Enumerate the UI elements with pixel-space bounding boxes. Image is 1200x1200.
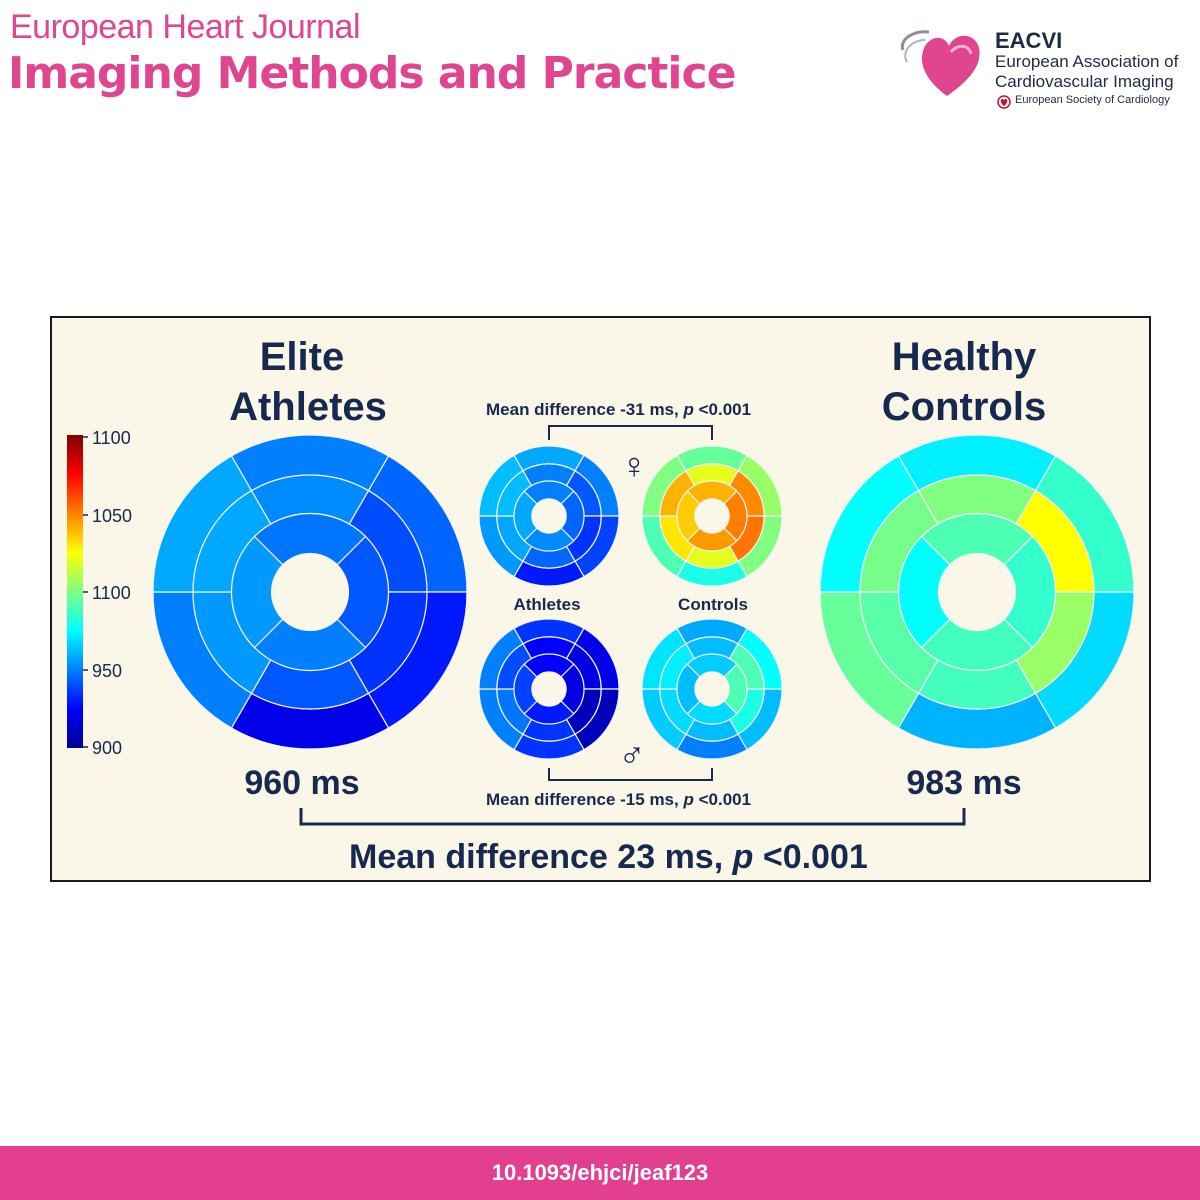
bullseye-segment bbox=[513, 490, 538, 542]
female-comparison-bracket bbox=[548, 425, 713, 440]
bullseye-controls-large bbox=[819, 434, 1135, 750]
doi-text[interactable]: 10.1093/ehjci/jeaf123 bbox=[491, 1160, 709, 1185]
society-name-line1: European Association of bbox=[995, 52, 1179, 71]
colorbar bbox=[67, 435, 83, 748]
eacvi-logo: EACVI European Association of Cardiovasc… bbox=[895, 22, 1195, 112]
bullseye-segment bbox=[253, 512, 367, 566]
doi-footer: 10.1093/ehjci/jeaf123 bbox=[0, 1146, 1200, 1200]
overall-comparison-bracket bbox=[299, 808, 966, 826]
female-symbol: ♀ bbox=[621, 445, 648, 486]
bullseye-segment bbox=[920, 512, 1034, 566]
bullseye-segment bbox=[920, 618, 1034, 672]
controls-title-line2: Controls bbox=[882, 385, 1046, 429]
bullseye-female-athletes bbox=[478, 445, 620, 587]
bullseye-segment bbox=[230, 535, 284, 649]
graphical-abstract: Elite Athletes Healthy Controls 1100 105… bbox=[50, 316, 1151, 882]
athletes-t1-value: 960 ms bbox=[244, 764, 359, 802]
journal-subtitle: Imaging Methods and Practice bbox=[8, 48, 736, 99]
society-abbreviation: EACVI bbox=[995, 28, 1063, 53]
journal-name: European Heart Journal bbox=[10, 8, 361, 46]
society-name-line2: Cardiovascular Imaging bbox=[995, 72, 1174, 91]
overall-difference-text: Mean difference 23 ms, p <0.001 bbox=[349, 838, 868, 876]
bullseye-segment bbox=[253, 618, 367, 672]
athletes-title-line2: Athletes bbox=[229, 385, 387, 429]
male-comparison-bracket bbox=[548, 768, 713, 781]
parent-society-name: European Society of Cardiology bbox=[1015, 94, 1170, 106]
bullseye-segment bbox=[676, 663, 701, 715]
bullseye-segment bbox=[1003, 535, 1057, 649]
colorbar-ticks bbox=[83, 436, 88, 748]
bullseye-segment bbox=[676, 490, 701, 542]
male-symbol: ♂ bbox=[619, 733, 646, 774]
colorbar-tick-0: 1100 bbox=[92, 428, 131, 448]
bullseye-segment bbox=[336, 535, 390, 649]
controls-t1-value: 983 ms bbox=[906, 764, 1021, 802]
colorbar-tick-1: 1050 bbox=[92, 506, 132, 526]
bullseye-segment bbox=[513, 663, 538, 715]
bullseye-male-athletes bbox=[478, 618, 620, 760]
esc-heart-icon bbox=[997, 95, 1011, 109]
bullseye-male-controls bbox=[641, 618, 783, 760]
colorbar-tick-3: 950 bbox=[92, 661, 122, 681]
male-difference-text: Mean difference -15 ms, p <0.001 bbox=[486, 790, 751, 809]
graphical-abstract-figure: Elite Athletes Healthy Controls 1100 105… bbox=[67, 335, 1135, 876]
label-controls-small: Controls bbox=[678, 595, 748, 614]
athletes-title-line1: Elite bbox=[260, 335, 344, 379]
bullseye-segment bbox=[897, 535, 951, 649]
colorbar-tick-4: 900 bbox=[92, 738, 122, 758]
heart-logo-icon bbox=[900, 30, 980, 96]
colorbar-tick-2: 1100 bbox=[92, 583, 131, 603]
label-athletes-small: Athletes bbox=[513, 595, 580, 614]
bullseye-athletes-large bbox=[152, 434, 468, 750]
female-difference-text: Mean difference -31 ms, p <0.001 bbox=[486, 400, 751, 419]
bullseye-female-controls bbox=[641, 445, 783, 587]
controls-title-line1: Healthy bbox=[892, 335, 1037, 379]
